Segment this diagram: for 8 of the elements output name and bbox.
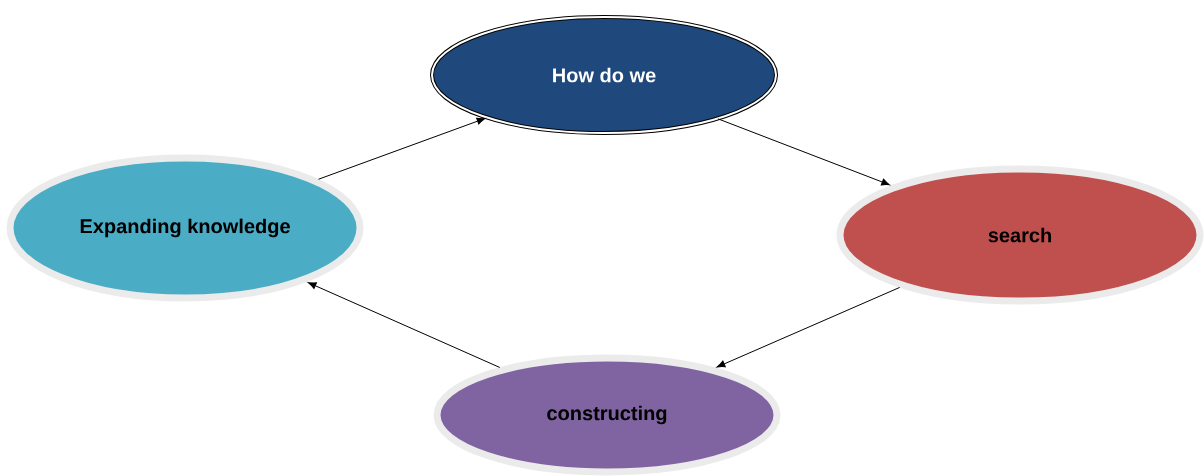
arrow [716, 286, 901, 368]
arrow [717, 118, 890, 186]
ellipse-node: search [836, 165, 1204, 305]
ellipse-node: Expanding knowledge [6, 154, 364, 302]
arrow [318, 117, 486, 180]
arrow [307, 282, 501, 368]
ellipse-node: How do we [430, 15, 778, 135]
ellipse-node: constructing [433, 354, 781, 476]
